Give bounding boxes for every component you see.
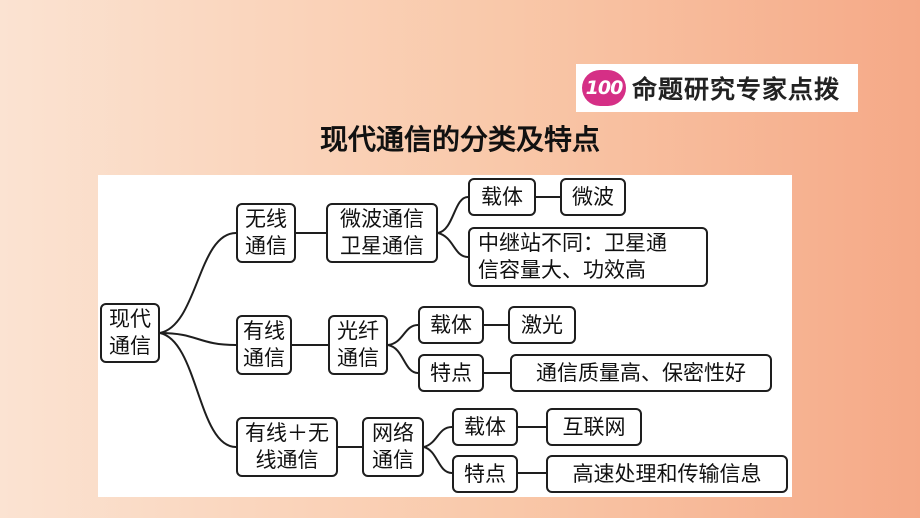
connector-network-carrier: [423, 426, 453, 448]
node-fiber-feature-label: 特点: [418, 354, 484, 392]
node-network-feature-value: 高速处理和传输信息: [546, 455, 788, 493]
node-fiber-carrier-label: 载体: [418, 306, 484, 344]
node-wired-wireless: 有线＋无 线通信: [236, 417, 338, 477]
connector-wireless-difference: [437, 232, 469, 258]
node-wireless-carrier-value: 微波: [560, 178, 626, 216]
node-microwave-satellite: 微波通信 卫星通信: [326, 203, 438, 263]
node-wireless-carrier-label: 载体: [468, 178, 536, 216]
node-wired: 有线 通信: [236, 315, 292, 375]
node-root: 现代 通信: [100, 303, 160, 363]
connector-lines: [159, 196, 560, 474]
connector-network-feature: [423, 446, 453, 474]
node-network: 网络 通信: [362, 417, 424, 477]
connector-root-fiber: [159, 332, 237, 346]
node-wireless-difference: 中继站不同：卫星通 信容量大、功效高: [468, 227, 708, 287]
connector-root-network: [159, 332, 237, 448]
connector-fiber-feature: [387, 344, 419, 374]
node-wireless: 无线 通信: [236, 203, 296, 263]
brand-logo-icon: 100: [582, 70, 626, 106]
node-fiber-feature-value: 通信质量高、保密性好: [510, 354, 772, 392]
brand-text: 命题研究专家点拨: [632, 75, 841, 104]
page-title: 现代通信的分类及特点: [319, 123, 600, 156]
connector-wireless-carrier: [437, 196, 469, 234]
diagram-panel: 现代 通信 无线 通信 微波通信 卫星通信 载体 微波 中继站不同：卫星通 信容…: [98, 175, 792, 497]
node-network-carrier-value: 互联网: [546, 408, 642, 446]
node-network-feature-label: 特点: [452, 455, 518, 493]
brand-banner: 100 命题研究专家点拨: [576, 64, 858, 112]
node-network-carrier-label: 载体: [452, 408, 518, 446]
node-fiber-carrier-value: 激光: [508, 306, 576, 344]
node-fiber: 光纤 通信: [328, 315, 388, 375]
connector-root-wireless: [159, 232, 237, 334]
connector-fiber-carrier: [387, 324, 419, 346]
